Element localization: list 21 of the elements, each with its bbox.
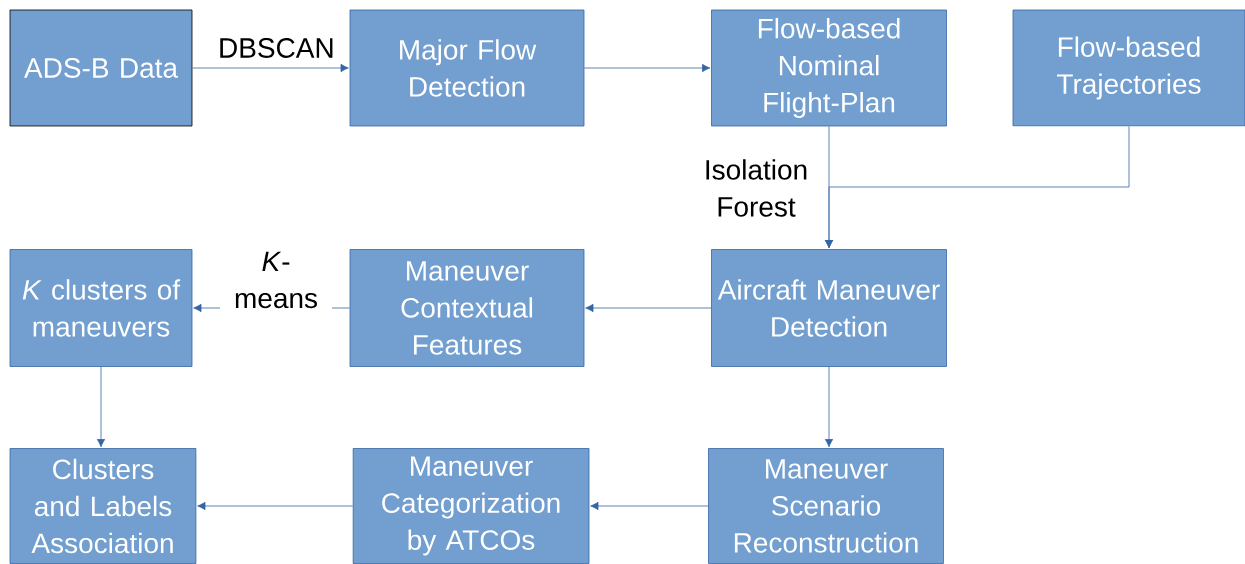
arrow — [585, 303, 712, 313]
arrow — [192, 63, 349, 73]
process-box: Aircraft Maneuver Detection — [711, 249, 947, 367]
process-box: Maneuver Categorization by ATCOs — [352, 448, 590, 564]
arrow — [824, 366, 834, 448]
arrow — [197, 501, 353, 511]
arrow — [590, 501, 709, 511]
edge-label: DBSCAN — [217, 37, 333, 59]
arrow — [584, 63, 711, 73]
process-box: K clusters of maneuvers — [9, 249, 193, 367]
process-box: Clusters and Labels Association — [9, 448, 197, 564]
process-box: Maneuver Scenario Reconstruction — [708, 448, 944, 564]
process-box: ADS-B Data — [9, 9, 193, 127]
process-box: Major Flow Detection — [349, 9, 585, 127]
arrow — [824, 126, 1130, 249]
process-box: Flow-based Nominal Flight-Plan — [711, 9, 947, 127]
process-box: Maneuver Contextual Features — [349, 249, 585, 367]
arrow — [96, 366, 106, 448]
edge-label: Isolation Forest — [700, 158, 812, 218]
edge-label: K-means — [220, 250, 332, 310]
process-box: Flow-based Trajectories — [1012, 9, 1245, 127]
